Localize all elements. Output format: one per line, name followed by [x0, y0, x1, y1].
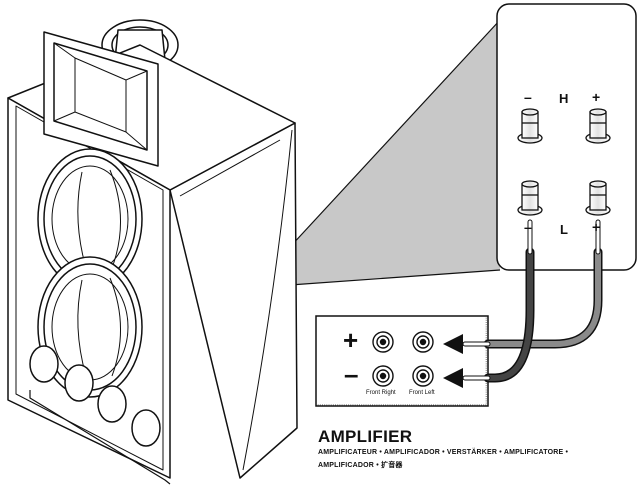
- speaker-icon: [7, 19, 298, 485]
- terminal-minus-top: –: [524, 89, 532, 105]
- amplifier-panel: [315, 315, 489, 407]
- rca-jack-icon: [372, 331, 434, 387]
- arrow-left-icon: [443, 334, 463, 388]
- port-3: [97, 385, 127, 423]
- terminal-plus-top: +: [592, 89, 601, 105]
- callout-edge-top: [289, 19, 501, 248]
- terminal-l-label: L: [560, 222, 568, 237]
- port-2: [64, 364, 94, 402]
- amplifier-subtitle-line1: AMPLIFICATEUR • AMPLIFICADOR • VERSTÄRKE…: [318, 449, 569, 456]
- amp-plus-symbol: +: [343, 325, 359, 355]
- terminal-plus-bottom: +: [592, 219, 601, 235]
- woofer-upper: [37, 148, 143, 290]
- port-4: [131, 409, 161, 447]
- port-1: [29, 345, 59, 383]
- front-right-label: Front Right: [366, 390, 396, 396]
- amplifier-title: AMPLIFIER: [318, 427, 413, 446]
- callout-edge-bottom: [289, 269, 501, 286]
- wire-icon: [462, 219, 603, 383]
- binding-post-icon: [517, 108, 611, 216]
- amplifier-subtitle-line2: AMPLIFICADOR • 扩音器: [318, 462, 403, 469]
- amp-minus-symbol: –: [344, 359, 359, 389]
- terminal-h-label: H: [559, 91, 569, 106]
- terminal-minus-bottom: –: [524, 219, 532, 235]
- horn-frame: [43, 31, 159, 167]
- front-left-label: Front Left: [409, 390, 435, 396]
- callout-wedge: [290, 20, 500, 285]
